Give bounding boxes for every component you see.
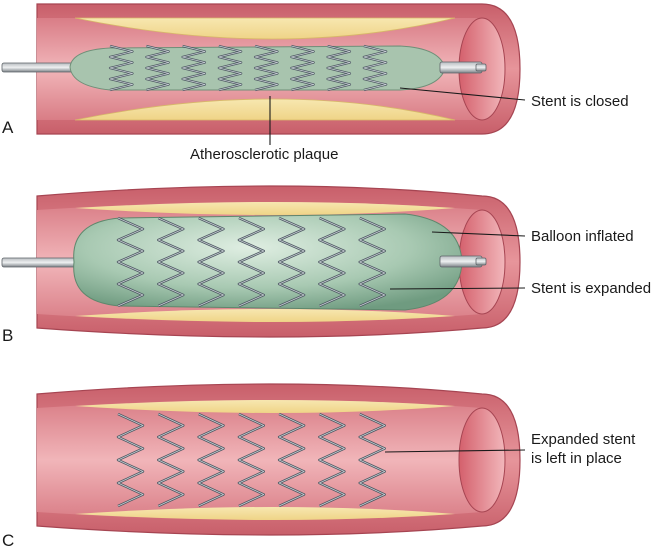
- stent-wire-highlight: [359, 217, 386, 307]
- stent-wire-highlight: [238, 217, 265, 307]
- panel-letter-c: C: [2, 531, 14, 549]
- label-stent-left-line2: is left in place: [531, 450, 622, 467]
- stent-wire-highlight: [117, 413, 144, 507]
- stent-wire-highlight: [117, 217, 144, 307]
- leader-stent-left: [384, 449, 526, 453]
- panel-a: Stent is closed Atherosclerotic plaque A: [1, 3, 629, 163]
- plaque-bottom: [75, 309, 455, 322]
- stent-closed: [108, 44, 388, 92]
- stent-expanded: [116, 216, 386, 308]
- leader-stent-expanded: [389, 287, 526, 290]
- label-balloon-inflated: Balloon inflated: [531, 228, 634, 245]
- plaque-bottom: [74, 98, 456, 121]
- stent-wire-highlight: [290, 45, 315, 91]
- stent-wire-highlight: [109, 45, 133, 91]
- panel-letter-b: B: [2, 326, 13, 345]
- stent-wire-highlight: [238, 413, 265, 507]
- panel-letter-a: A: [2, 118, 14, 137]
- panel-c: Expanded stent is left in place C: [2, 383, 636, 549]
- stent-wire-highlight: [254, 45, 278, 91]
- vessel-opening: [458, 407, 506, 513]
- stent-wire-highlight: [182, 45, 206, 91]
- stent-left-in-place: [116, 412, 386, 508]
- plaque-top: [75, 400, 455, 413]
- leader-stent-closed: [399, 87, 526, 101]
- panel-b: Balloon inflated Stent is expanded B: [1, 185, 651, 345]
- leader-balloon: [431, 231, 526, 237]
- stent-wire-highlight: [218, 45, 242, 91]
- balloon-inflated: [73, 213, 463, 311]
- label-stent-closed: Stent is closed: [531, 93, 629, 110]
- label-stent-expanded: Stent is expanded: [531, 280, 651, 297]
- vessel-lumen: [37, 400, 482, 520]
- label-stent-left-line1: Expanded stent: [531, 431, 636, 448]
- stent-wire-highlight: [278, 413, 305, 507]
- stent-wire-highlight: [145, 45, 170, 91]
- stent-wire-highlight: [157, 413, 184, 507]
- stent-wire-highlight: [319, 413, 345, 507]
- stent-wire-highlight: [359, 413, 386, 507]
- catheter-shaft: [1, 257, 83, 268]
- stent-wire-highlight: [363, 45, 387, 91]
- stent-wire-highlight: [157, 217, 184, 307]
- stent-wire-highlight: [198, 413, 224, 507]
- catheter-shaft: [1, 62, 81, 73]
- stent-wire-highlight: [327, 45, 351, 91]
- label-plaque: Atherosclerotic plaque: [190, 146, 338, 163]
- stent-wire-highlight: [198, 217, 224, 307]
- stent-wire-highlight: [278, 217, 305, 307]
- plaque-top: [74, 17, 456, 40]
- stent-wire-highlight: [319, 217, 345, 307]
- plaque-bottom: [75, 507, 455, 520]
- plaque-top: [75, 202, 455, 215]
